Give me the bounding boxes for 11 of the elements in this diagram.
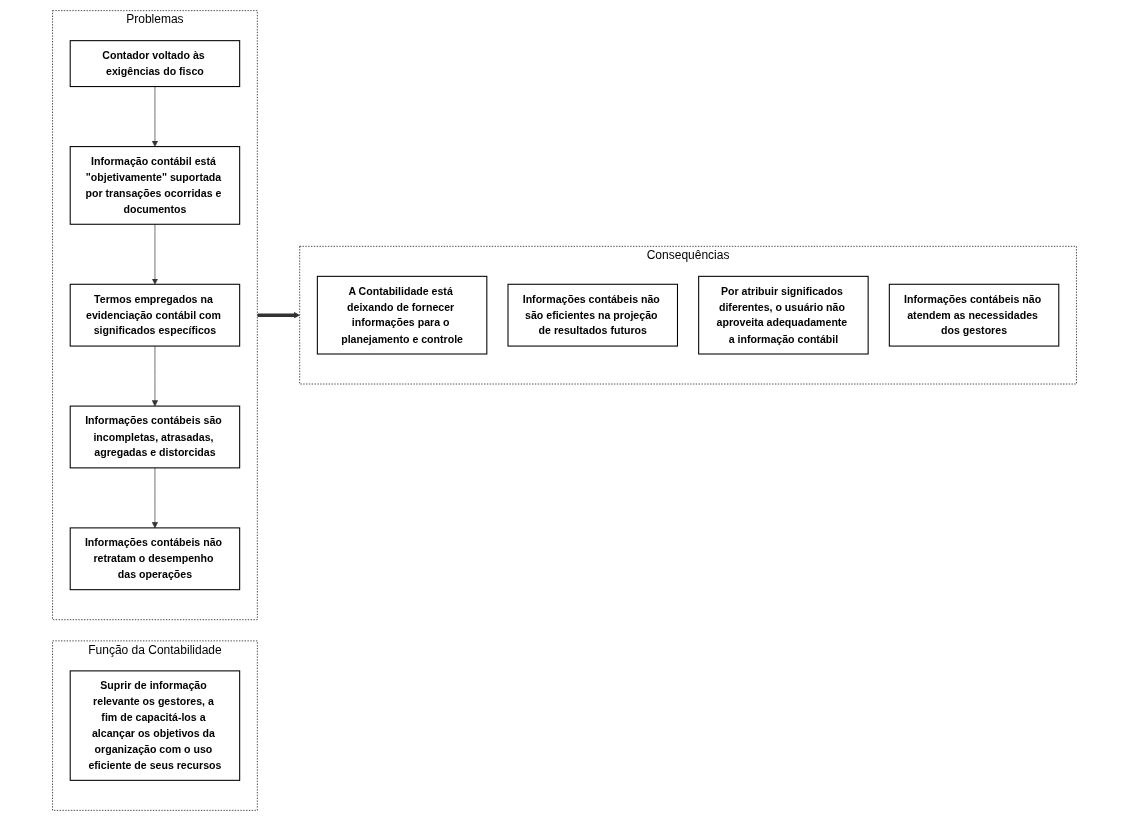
node-box: Informações contábeis não retratam o desempenho das operações <box>69 527 241 591</box>
node-box: Informações contábeis não são eficientes na projeção de resultados futuros <box>507 283 678 347</box>
node-box: Informações contábeis não atendem as necessidades dos gestores <box>888 283 1060 347</box>
node-box: Informações contábeis são incompletas, atrasadas, agregadas e distorcidas <box>69 405 241 469</box>
node-box: Contador voltado às exigências do fisco <box>69 40 241 88</box>
node-box: Por atribuir significados diferentes, o usuário não aproveita adequadamente a informação contábil <box>698 275 869 355</box>
node-box: Informação contábil está "objetivamente" suportada por transações ocorridas e documentos <box>69 146 241 225</box>
node-box: Termos empregados na evidenciação contábil com significados específicos <box>69 283 241 347</box>
node-box: Suprir de informação relevante os gestores, a fim de capacitá-los a alcançar os objetivos da organização com o uso eficiente de seus recursos <box>69 670 241 781</box>
arrow <box>257 312 300 319</box>
node-box: A Contabilidade está deixando de fornecer informações para o planejamento e controle <box>316 275 488 355</box>
